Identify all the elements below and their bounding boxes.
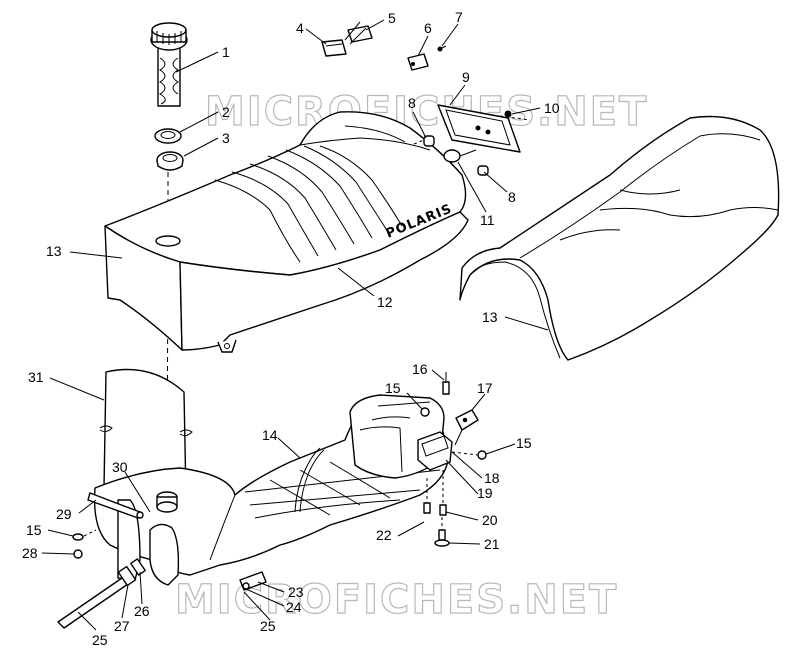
callout-6: 6 xyxy=(424,20,432,36)
callout-9: 9 xyxy=(462,69,470,85)
callout-28: 28 xyxy=(22,545,38,561)
washer-left xyxy=(72,529,97,541)
grommet xyxy=(156,151,184,171)
callout-27: 27 xyxy=(114,618,130,634)
callout-16: 16 xyxy=(412,361,428,377)
seat-shell: POLARIS xyxy=(104,111,469,353)
callout-15-right: 15 xyxy=(516,435,532,451)
callout-15-center: 15 xyxy=(385,380,401,396)
callout-25-right: 25 xyxy=(260,618,276,634)
callout-4: 4 xyxy=(296,20,304,36)
bolt-21 xyxy=(434,517,450,547)
screw-small xyxy=(437,45,447,52)
bolt-22 xyxy=(423,478,431,514)
callout-7: 7 xyxy=(455,9,463,25)
fuel-tank-base xyxy=(93,394,449,586)
heat-shield xyxy=(99,368,193,499)
screw-16 xyxy=(442,372,450,395)
taillight-bracket xyxy=(437,104,521,153)
bulb-socket xyxy=(407,53,429,71)
reflector xyxy=(344,21,373,45)
seat-cushion xyxy=(459,115,780,361)
nut-upper xyxy=(420,407,430,417)
bracket-screw xyxy=(499,110,531,121)
callout-3: 3 xyxy=(222,130,230,146)
spacer-upper xyxy=(413,135,435,147)
callout-20: 20 xyxy=(482,512,498,528)
callout-30: 30 xyxy=(112,459,128,475)
callouts: 1 2 3 4 5 6 7 8 9 10 8 11 13 12 13 31 16… xyxy=(22,9,560,648)
callout-21: 21 xyxy=(484,536,500,552)
throttle-cable xyxy=(294,447,321,513)
lens-gasket xyxy=(321,39,347,57)
clamp-strap xyxy=(87,492,144,519)
callout-26: 26 xyxy=(134,603,150,619)
callout-18: 18 xyxy=(484,470,500,486)
mount-bracket xyxy=(454,409,479,446)
callout-13-right: 13 xyxy=(482,309,498,325)
vent-fitting xyxy=(239,571,267,591)
leader-lines xyxy=(41,19,549,631)
bolt-20 xyxy=(439,470,447,516)
callout-5: 5 xyxy=(388,10,396,26)
callout-24: 24 xyxy=(286,599,302,615)
callout-17: 17 xyxy=(477,380,493,396)
callout-15-left: 15 xyxy=(26,522,42,538)
callout-31: 31 xyxy=(28,369,44,385)
callout-10: 10 xyxy=(544,100,560,116)
callout-8-upper: 8 xyxy=(408,95,416,111)
cap-gasket xyxy=(154,128,182,144)
fuel-cap xyxy=(150,22,188,107)
callout-11: 11 xyxy=(480,212,495,228)
callout-13-left: 13 xyxy=(46,243,62,259)
callout-12: 12 xyxy=(377,294,393,310)
callout-22: 22 xyxy=(376,527,392,543)
callout-29: 29 xyxy=(56,506,72,522)
callout-14: 14 xyxy=(262,427,278,443)
fuel-line xyxy=(57,558,146,629)
taillight-lens xyxy=(443,149,477,163)
callout-8-lower: 8 xyxy=(508,189,516,205)
voltage-regulator xyxy=(417,431,453,471)
callout-1: 1 xyxy=(222,44,230,60)
callout-19: 19 xyxy=(477,485,493,501)
nut-right xyxy=(451,450,487,460)
callout-2: 2 xyxy=(222,104,230,120)
callout-25-left: 25 xyxy=(92,632,108,648)
callout-23: 23 xyxy=(288,584,304,600)
nut-left xyxy=(73,549,83,559)
watermark-top: MICROFICHES.NET xyxy=(205,89,648,135)
